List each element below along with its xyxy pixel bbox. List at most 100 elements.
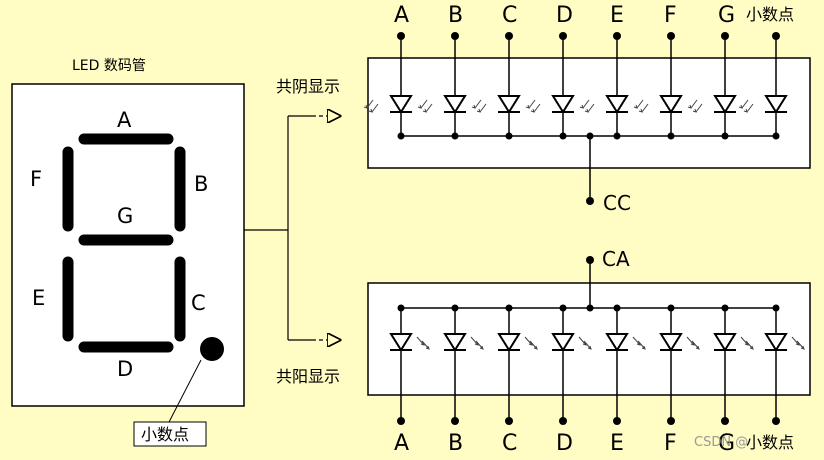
cc-pin-dot	[721, 32, 729, 40]
ca-dp-label: 小数点	[746, 433, 794, 452]
ca-light-emission-icon	[470, 336, 484, 350]
ca-light-emission-icon	[416, 336, 430, 350]
cc-pin-label: A	[394, 3, 409, 28]
cc-led-6: F	[633, 3, 683, 140]
ca-diode-icon	[764, 333, 788, 352]
ca-led-2: B	[443, 304, 484, 456]
ca-light-emission-icon	[791, 336, 805, 350]
segment-label-e: E	[32, 286, 45, 310]
common-anode-panel	[367, 282, 811, 396]
watermark: CSDN @	[694, 435, 748, 450]
cc-led-7: G	[687, 3, 737, 140]
ca-led-4: D	[551, 304, 592, 456]
segment-label-f: F	[30, 167, 42, 191]
ca-light-emission-icon	[524, 336, 538, 350]
ca-diode-icon	[713, 333, 737, 352]
ca-diode-icon	[551, 333, 575, 352]
segment-label-g: G	[117, 204, 133, 228]
cc-light-emission-icon	[738, 99, 754, 113]
ca-light-emission-icon	[740, 336, 754, 350]
cc-led-8	[738, 32, 788, 140]
cc-diode-icon	[551, 95, 575, 114]
ca-pin-label: A	[394, 431, 409, 456]
cc-led-5: E	[579, 3, 629, 140]
cc-common-pin-label: CC	[603, 191, 631, 215]
dp-callout-label: 小数点	[141, 425, 189, 444]
cc-pin-label: D	[556, 3, 573, 28]
common-cathode-circuit: A B C D E F G	[363, 3, 788, 205]
common-cathode-label: 共阴显示	[276, 77, 340, 96]
segment-label-d: D	[117, 357, 133, 381]
common-cathode-panel	[367, 57, 811, 169]
cc-diode-icon	[389, 95, 413, 114]
cc-pin-dot	[667, 32, 675, 40]
segment-label-b: B	[194, 172, 208, 196]
cc-pin-dot	[772, 32, 780, 40]
ca-pin-dot	[505, 417, 513, 425]
segment-label-a: A	[117, 108, 132, 132]
ca-led-7: G	[713, 304, 754, 456]
ca-common-pin-label: CA	[602, 247, 630, 271]
ca-diode-icon	[659, 333, 683, 352]
connector-lines	[244, 116, 340, 340]
cc-pin-label: F	[664, 3, 677, 28]
ca-pin-dot	[397, 417, 405, 425]
cc-pin-dot	[397, 32, 405, 40]
cc-light-emission-icon	[417, 99, 433, 113]
ca-led-3: C	[497, 304, 538, 456]
cc-light-emission-icon	[579, 99, 595, 113]
cc-light-emission-icon	[363, 99, 379, 113]
led-title: LED 数码管	[72, 58, 146, 74]
cc-pin-dot	[559, 32, 567, 40]
cc-pin-dot	[613, 32, 621, 40]
cc-pin-dot	[451, 32, 459, 40]
ca-pin-dot	[451, 417, 459, 425]
ca-pin-dot	[772, 417, 780, 425]
common-anode-label: 共阳显示	[276, 367, 340, 386]
cc-led-3: C	[471, 3, 521, 140]
cc-common-pin-dot	[586, 197, 594, 205]
ca-pin-label: G	[718, 431, 735, 456]
ca-pin-label: C	[502, 431, 517, 456]
ca-light-emission-icon	[686, 336, 700, 350]
ca-pin-label: F	[664, 431, 677, 456]
ca-diode-icon	[389, 333, 413, 352]
cc-diode-icon	[659, 95, 683, 114]
ca-pin-label: D	[556, 431, 573, 456]
cc-diode-icon	[713, 95, 737, 114]
cc-light-emission-icon	[687, 99, 703, 113]
ca-diode-icon	[497, 333, 521, 352]
cc-diode-icon	[764, 95, 788, 114]
ca-light-emission-icon	[578, 336, 592, 350]
cc-pin-dot	[505, 32, 513, 40]
cc-diode-icon	[605, 95, 629, 114]
cc-dp-label: 小数点	[746, 5, 794, 24]
ca-light-emission-icon	[632, 336, 646, 350]
cc-light-emission-icon	[471, 99, 487, 113]
ca-led-8	[764, 304, 805, 425]
cc-led-1: A	[363, 3, 413, 140]
cc-pin-label: B	[448, 3, 463, 28]
dp-callout-box	[133, 421, 207, 447]
ca-common-pin-dot	[586, 256, 594, 264]
cc-led-4: D	[525, 3, 575, 140]
ca-led-1: A	[389, 304, 430, 456]
ca-pin-label: B	[448, 431, 463, 456]
ca-pin-dot	[667, 417, 675, 425]
ca-diode-icon	[443, 333, 467, 352]
cc-diode-icon	[497, 95, 521, 114]
cc-light-emission-icon	[525, 99, 541, 113]
ca-pin-dot	[613, 417, 621, 425]
ca-led-5: E	[605, 304, 646, 456]
seven-segment-digit	[62, 133, 186, 353]
ca-pin-dot	[721, 417, 729, 425]
cc-pin-label: E	[610, 3, 624, 28]
dp-callout-line	[167, 359, 202, 425]
cc-diode-icon	[443, 95, 467, 114]
cc-pin-label: C	[502, 3, 517, 28]
decimal-point	[200, 337, 224, 361]
cc-pin-label: G	[718, 3, 735, 28]
segment-label-c: C	[191, 291, 206, 315]
ca-diode-icon	[605, 333, 629, 352]
